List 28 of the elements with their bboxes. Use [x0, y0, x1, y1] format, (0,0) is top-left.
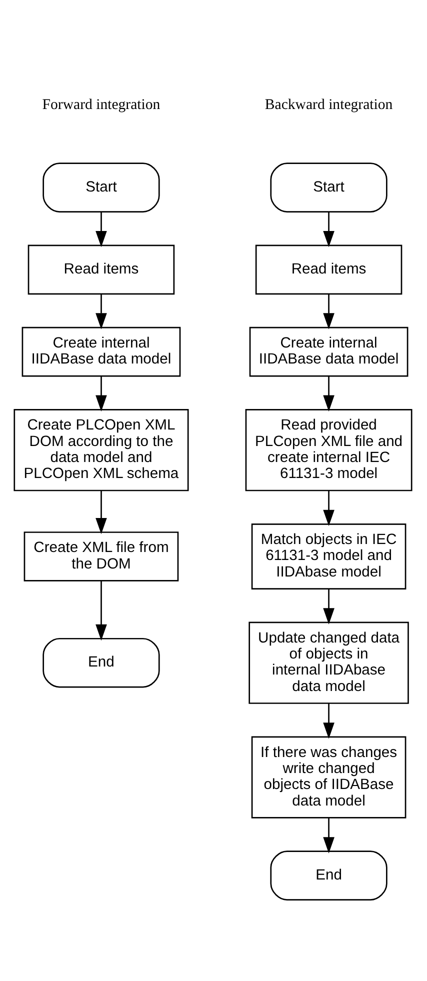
node-box: Create PLCOpen XML DOM according to the data model and PLCOpen XML schema — [13, 409, 188, 492]
arrow — [322, 212, 334, 248]
node-box: Match objects in IEC 61131-3 model and IIDAbase model — [250, 523, 406, 590]
node-box: Create XML file from the DOM — [23, 532, 178, 582]
arrow — [322, 588, 334, 624]
node-box: Update changed data of objects in internal IIDAbase data model — [248, 622, 408, 704]
arrow — [322, 490, 334, 526]
node-box: Read provided PLCopen XML file and create internal IEC 61131-3 model — [244, 409, 412, 492]
arrow — [95, 212, 106, 248]
arrow — [322, 294, 334, 330]
node-box: If there was changes write changed objects of IIDABase data model — [250, 736, 406, 818]
arrow — [95, 490, 106, 534]
node-box: Start — [42, 162, 160, 212]
node-box: End — [270, 850, 387, 900]
node-box: Read items — [254, 244, 402, 295]
node-box: Create internal IIDABase data model — [248, 326, 408, 377]
arrow — [322, 818, 334, 854]
label: Forward integration — [42, 97, 160, 114]
node-box: End — [42, 638, 160, 688]
arrow — [322, 703, 334, 739]
arrow — [95, 294, 106, 330]
label: Backward integration — [264, 97, 392, 114]
node-box: Read items — [27, 244, 174, 295]
arrow — [95, 376, 106, 412]
node-box: Create internal IIDABase data model — [21, 326, 180, 377]
node-box: Start — [270, 162, 387, 212]
arrow — [95, 580, 106, 641]
arrow — [322, 376, 334, 412]
